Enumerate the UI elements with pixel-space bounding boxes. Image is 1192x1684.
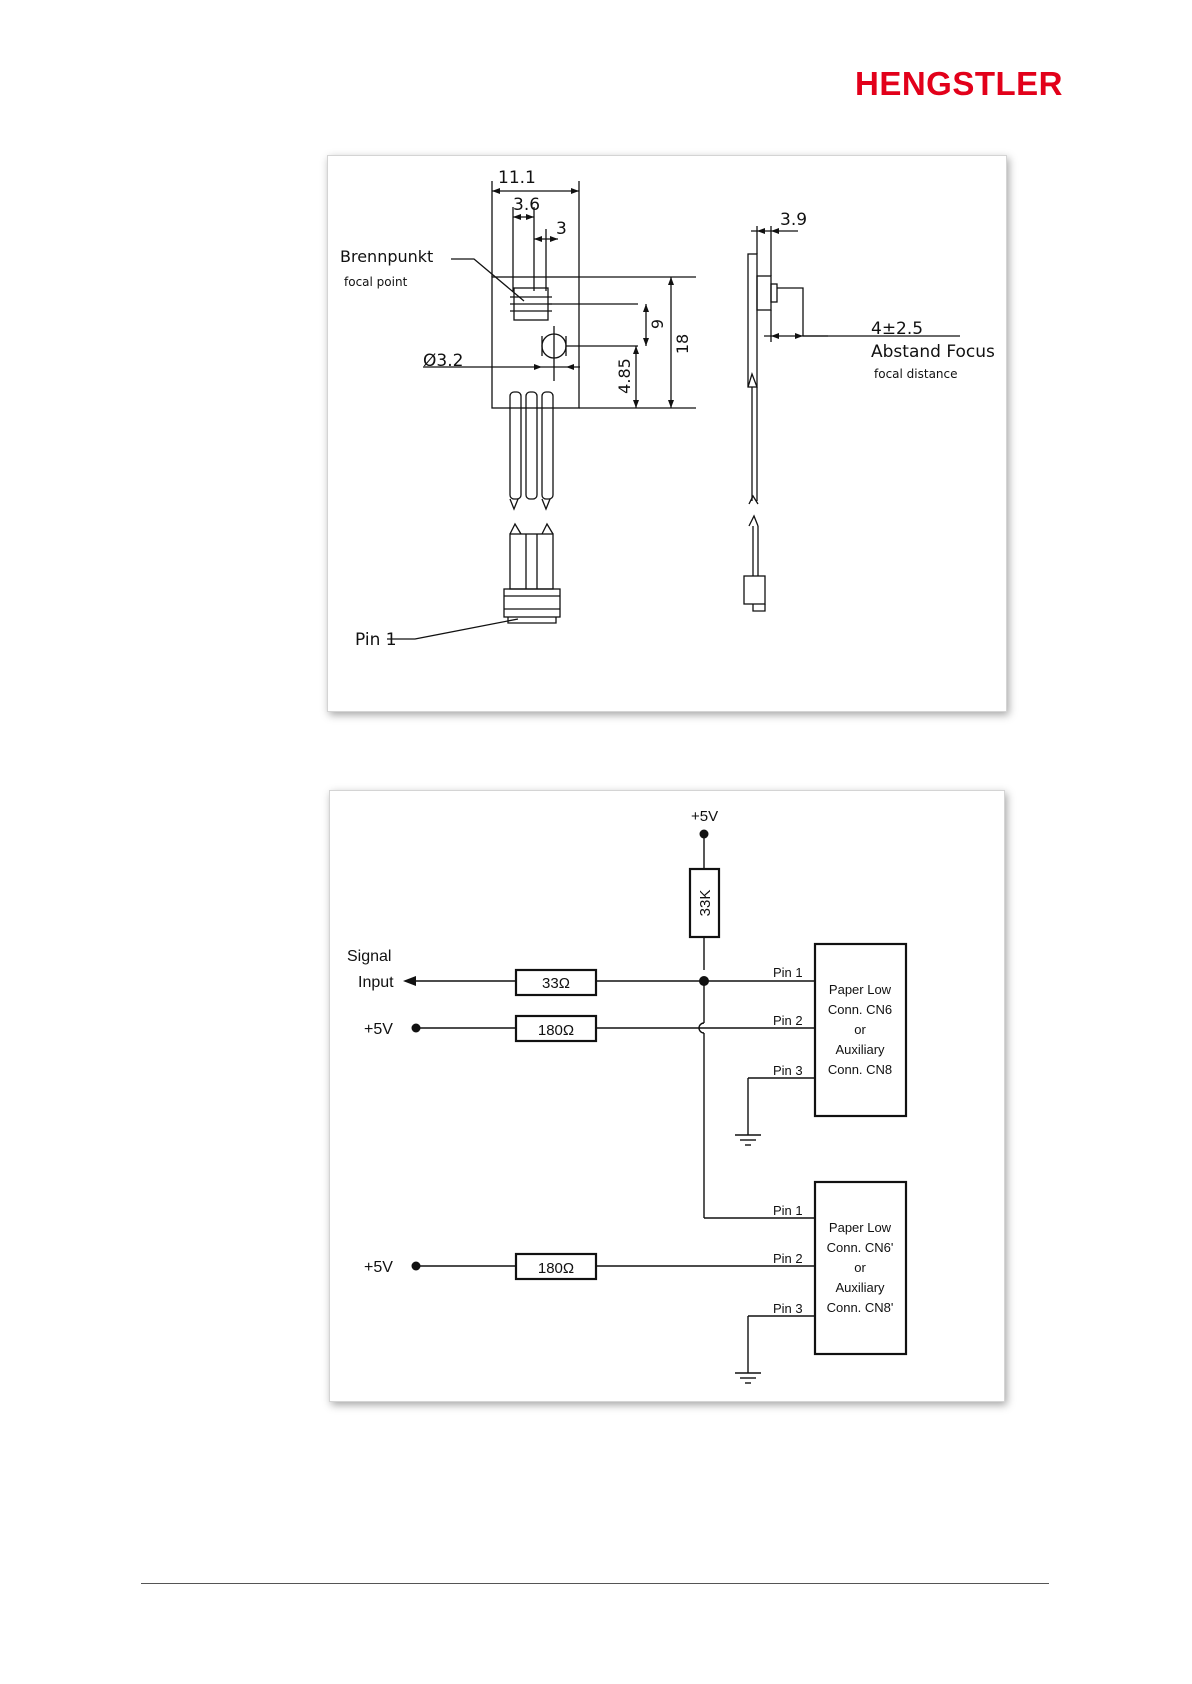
conn1-line-5: Conn. CN8 (828, 1062, 892, 1077)
conn1-line-1: Paper Low (829, 982, 892, 997)
dim-height-focal: 9 (648, 319, 667, 329)
conn2-line-1: Paper Low (829, 1220, 892, 1235)
conn2-pin2-label: Pin 2 (773, 1251, 803, 1266)
label-input: Input (358, 974, 394, 991)
label-supply-left-2: +5V (364, 1259, 393, 1276)
dim-width-mid: 3.6 (513, 195, 540, 215)
circuit-diagram-figure: +5V 33K Signal Input 33Ω +5V 180Ω +5V 18… (329, 790, 1005, 1402)
conn1-pin2-label: Pin 2 (773, 1013, 803, 1028)
dim-height-hole: 4.85 (615, 358, 634, 394)
dimension-drawing: 11.1 3.6 3 3.9 Brennpunkt focal point Ø3… (328, 156, 1006, 711)
conn1-pin3-label: Pin 3 (773, 1063, 803, 1078)
label-r-led-2: 180Ω (538, 1260, 574, 1277)
conn1-line-4: Auxiliary (835, 1042, 885, 1057)
label-brennpunkt: Brennpunkt (340, 247, 433, 266)
label-focal-point: focal point (344, 275, 408, 289)
connector-housing (504, 589, 560, 617)
dim-width-small: 3 (556, 219, 567, 239)
conn2-line-4: Auxiliary (835, 1280, 885, 1295)
conn1-line-2: Conn. CN6 (828, 1002, 892, 1017)
label-focal-distance: focal distance (874, 367, 958, 381)
label-r-signal: 33Ω (542, 975, 570, 992)
conn2-pin3-label: Pin 3 (773, 1301, 803, 1316)
junction-node (699, 976, 709, 986)
conn2-pin1-label: Pin 1 (773, 1203, 803, 1218)
supply-left-terminal-2 (412, 1262, 421, 1271)
label-abstand-focus: Abstand Focus (871, 342, 995, 362)
side-connector (744, 576, 765, 604)
dim-height-total: 18 (673, 334, 692, 354)
side-view-pcb (748, 254, 757, 387)
supply-top-terminal (700, 830, 709, 839)
label-33k: 33K (697, 890, 714, 917)
dim-depth: 3.9 (780, 210, 807, 230)
supply-left-terminal-1 (412, 1024, 421, 1033)
label-r-led-1: 180Ω (538, 1022, 574, 1039)
dimension-drawing-figure: 11.1 3.6 3 3.9 Brennpunkt focal point Ø3… (327, 155, 1007, 712)
circuit-diagram: +5V 33K Signal Input 33Ω +5V 180Ω +5V 18… (330, 791, 1004, 1401)
footer-divider (141, 1583, 1049, 1584)
label-signal: Signal (347, 948, 391, 965)
signal-arrow (403, 976, 416, 986)
dim-focal-distance: 4±2.5 (871, 319, 923, 339)
label-supply-left-1: +5V (364, 1021, 393, 1038)
conn2-line-3: or (854, 1260, 866, 1275)
conn1-line-3: or (854, 1022, 866, 1037)
hengstler-logo: HENGSTLER (855, 64, 1050, 104)
label-pin1: Pin 1 (355, 630, 397, 650)
conn1-pin1-label: Pin 1 (773, 965, 803, 980)
conn2-line-5: Conn. CN8' (827, 1300, 894, 1315)
conn2-line-2: Conn. CN6' (827, 1240, 894, 1255)
label-supply-top: +5V (691, 808, 718, 825)
dim-width-total: 11.1 (498, 168, 536, 188)
dim-hole-diameter: Ø3.2 (423, 351, 463, 371)
